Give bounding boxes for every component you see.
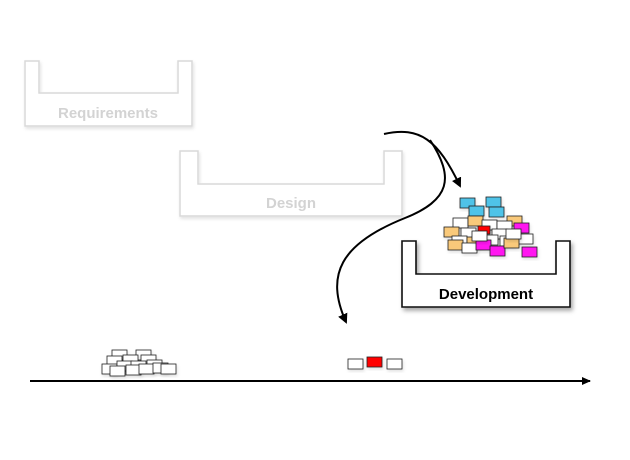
development-card-pile <box>443 196 538 258</box>
early-delivered-card-pile <box>101 349 177 377</box>
phase-design: Design <box>179 150 403 217</box>
card-blue <box>468 205 485 217</box>
card-blue <box>488 206 505 218</box>
phase-requirements: Requirements <box>24 60 193 127</box>
card-white <box>109 365 126 377</box>
card-white <box>505 228 522 240</box>
card-blue <box>485 196 502 208</box>
card-white <box>386 358 403 370</box>
design-bin <box>179 150 403 217</box>
card-orange <box>443 226 460 238</box>
design-label: Design <box>266 195 316 212</box>
card-white <box>160 363 177 375</box>
requirements-label: Requirements <box>58 105 158 122</box>
phase-development: Development <box>401 240 571 308</box>
card-white <box>471 230 488 242</box>
card-orange <box>503 237 520 249</box>
card-magenta <box>513 222 530 234</box>
card-magenta <box>475 239 492 251</box>
card-orange <box>447 239 464 251</box>
arrow-to-timeline <box>336 139 446 324</box>
card-white <box>138 363 155 375</box>
development-bin <box>401 240 571 308</box>
recent-delivered-cards <box>347 356 403 370</box>
card-magenta <box>489 245 506 257</box>
card-white <box>452 217 469 229</box>
card-orange <box>467 215 484 227</box>
card-white <box>347 358 364 370</box>
requirements-bin <box>24 60 193 127</box>
card-blue <box>459 197 476 209</box>
card-white <box>461 242 478 254</box>
arrow-to-development <box>383 130 462 188</box>
card-magenta <box>521 246 538 258</box>
card-red <box>366 356 383 368</box>
development-label: Development <box>439 286 533 303</box>
